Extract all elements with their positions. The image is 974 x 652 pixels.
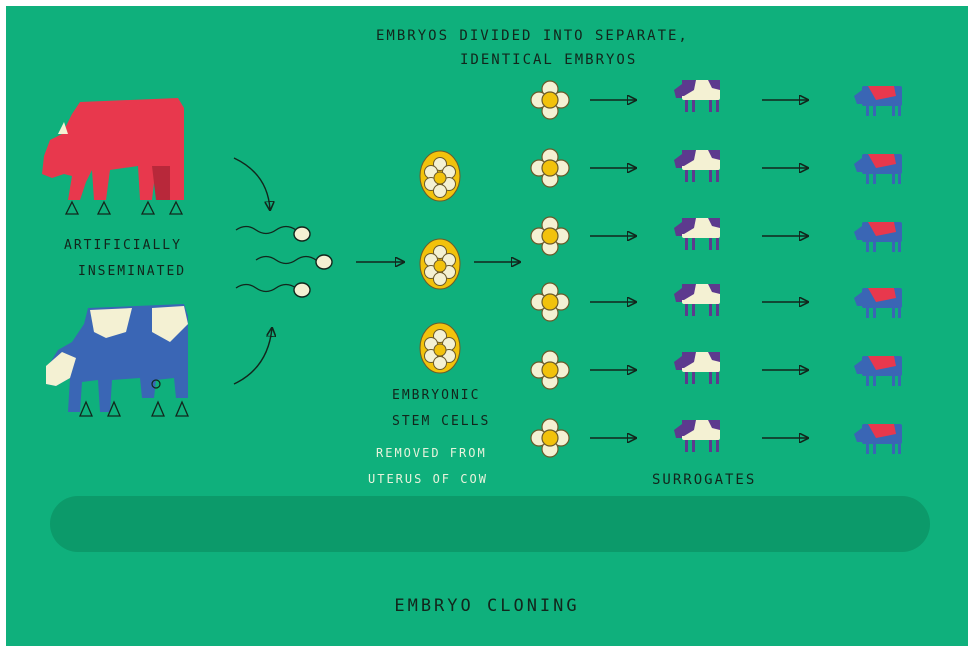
diagram-title: EMBRYO CLONING (6, 596, 968, 616)
cloned-calf (854, 222, 902, 252)
red-bull (42, 98, 184, 214)
embryonic-label: EMBRYONIC (392, 388, 480, 403)
cloned-calf (854, 288, 902, 318)
artificially-label: ARTIFICIALLY (64, 238, 182, 253)
divided-embryo (531, 217, 569, 255)
surrogate-cow (674, 352, 720, 384)
diagram-illustration (6, 6, 968, 646)
stem-cell-embryo (420, 151, 460, 201)
uterus-of-cow-label: UTERUS OF COW (368, 472, 488, 486)
surrogate-cow (674, 150, 720, 182)
diagram-canvas: EMBRYOS DIVIDED INTO SEPARATE, IDENTICAL… (6, 6, 968, 646)
surrogate-cow (674, 80, 720, 112)
surrogate-cow (674, 284, 720, 316)
stem-cells-label: STEM CELLS (392, 414, 490, 429)
sperm-group (236, 227, 332, 298)
surrogate-cow (674, 420, 720, 452)
divided-embryo (531, 419, 569, 457)
divided-embryo (531, 149, 569, 187)
stem-cell-embryo (420, 323, 460, 373)
bottom-shelf (50, 496, 930, 552)
removed-from-label: REMOVED FROM (376, 446, 487, 460)
surrogates-label: SURROGATES (652, 472, 756, 488)
curved-arrow-up (234, 328, 272, 384)
blue-cow (46, 304, 188, 416)
divided-embryo (531, 283, 569, 321)
embryos-divided-label: EMBRYOS DIVIDED INTO SEPARATE, (376, 28, 689, 44)
identical-embryos-label: IDENTICAL EMBRYOS (460, 52, 637, 68)
stem-cell-embryo (420, 239, 460, 289)
inseminated-label: INSEMINATED (78, 264, 186, 279)
cloned-calf (854, 154, 902, 184)
divided-embryo (531, 81, 569, 119)
curved-arrow-down (234, 158, 270, 210)
surrogate-cow (674, 218, 720, 250)
cloned-calf (854, 424, 902, 454)
divided-embryo (531, 351, 569, 389)
cloned-calf (854, 356, 902, 386)
cloned-calf (854, 86, 902, 116)
